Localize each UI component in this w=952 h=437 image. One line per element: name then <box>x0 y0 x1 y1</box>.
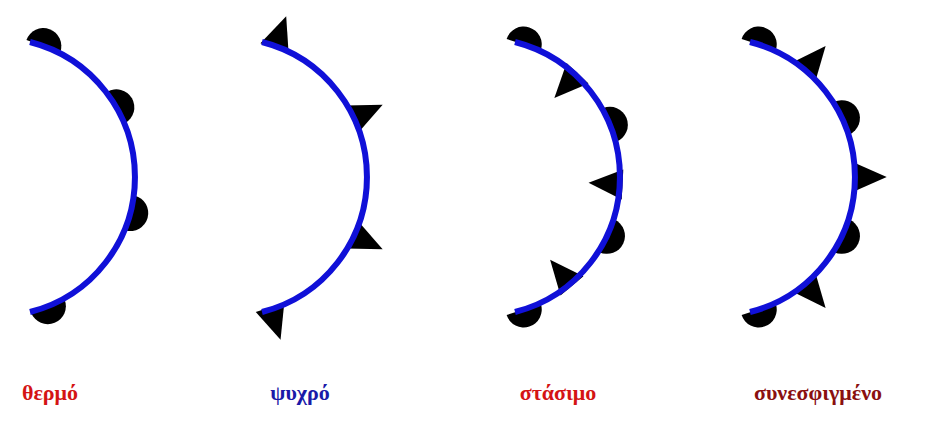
warm-front <box>26 23 152 330</box>
front-label: θερμό <box>22 380 78 406</box>
front-label: συνεσφιγμένο <box>754 380 882 406</box>
front-label: ψυχρό <box>270 380 330 406</box>
cold-front <box>256 11 389 344</box>
occluded-front <box>742 22 887 332</box>
front-label: στάσιμο <box>520 380 597 406</box>
stationary-front <box>507 22 634 332</box>
